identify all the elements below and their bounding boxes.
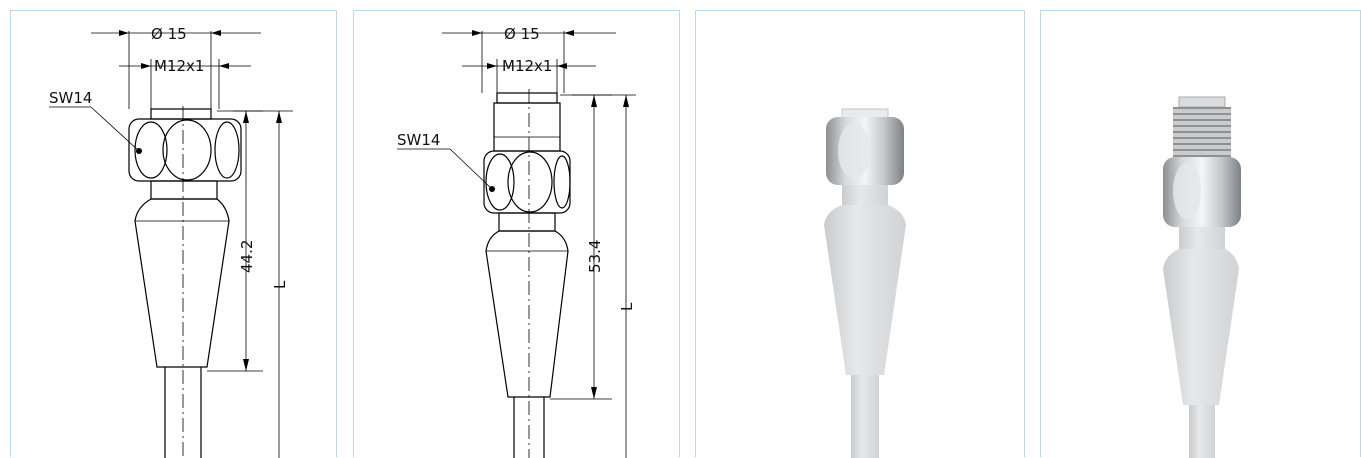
thread-label: M12x1 <box>502 57 552 75</box>
length-label: 44.2 <box>238 240 256 273</box>
drawing-panel-2: Ø 15 M12x1 SW14 <box>353 10 680 458</box>
drawing-2-svg: Ø 15 M12x1 SW14 <box>397 25 636 458</box>
length-label: 53.4 <box>586 240 604 273</box>
product-photo-panel-1 <box>695 10 1025 458</box>
drawing-1-svg: Ø 15 M12x1 SW14 <box>49 25 293 458</box>
total-length-label: L <box>271 280 289 289</box>
product-photo-panel-2 <box>1040 10 1361 458</box>
diameter-label: Ø 15 <box>504 25 540 43</box>
product-photo-2-svg <box>1163 96 1241 458</box>
product-photo-1-svg <box>824 108 906 458</box>
total-length-label: L <box>618 302 636 311</box>
thread-label: M12x1 <box>154 57 204 75</box>
wrench-label: SW14 <box>49 89 92 107</box>
diameter-label: Ø 15 <box>151 25 187 43</box>
drawing-panel-1: Ø 15 M12x1 SW14 <box>10 10 337 458</box>
wrench-label: SW14 <box>397 131 440 149</box>
thread-icon <box>1173 107 1231 157</box>
